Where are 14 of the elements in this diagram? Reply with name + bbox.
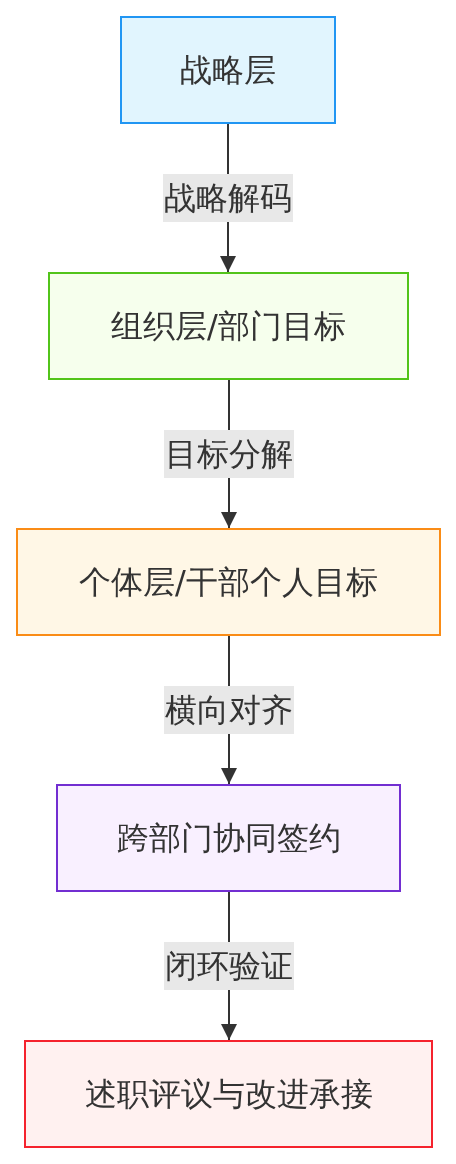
edge-label: 横向对齐 (164, 686, 294, 734)
node-label: 战略层 (180, 50, 276, 90)
node-label: 跨部门协同签约 (116, 818, 341, 858)
node-label: 个体层/干部个人目标 (79, 562, 378, 602)
edge-label: 闭环验证 (164, 942, 294, 990)
process-box (24, 1040, 433, 1148)
process-box (48, 272, 409, 380)
edge-label: 战略解码 (163, 174, 293, 222)
process-box (120, 16, 336, 124)
node-label: 组织层/部门目标 (111, 306, 346, 346)
process-box (56, 784, 401, 892)
edge-label: 目标分解 (164, 430, 294, 478)
node-label: 述职评议与改进承接 (84, 1074, 373, 1114)
process-box (16, 528, 441, 636)
